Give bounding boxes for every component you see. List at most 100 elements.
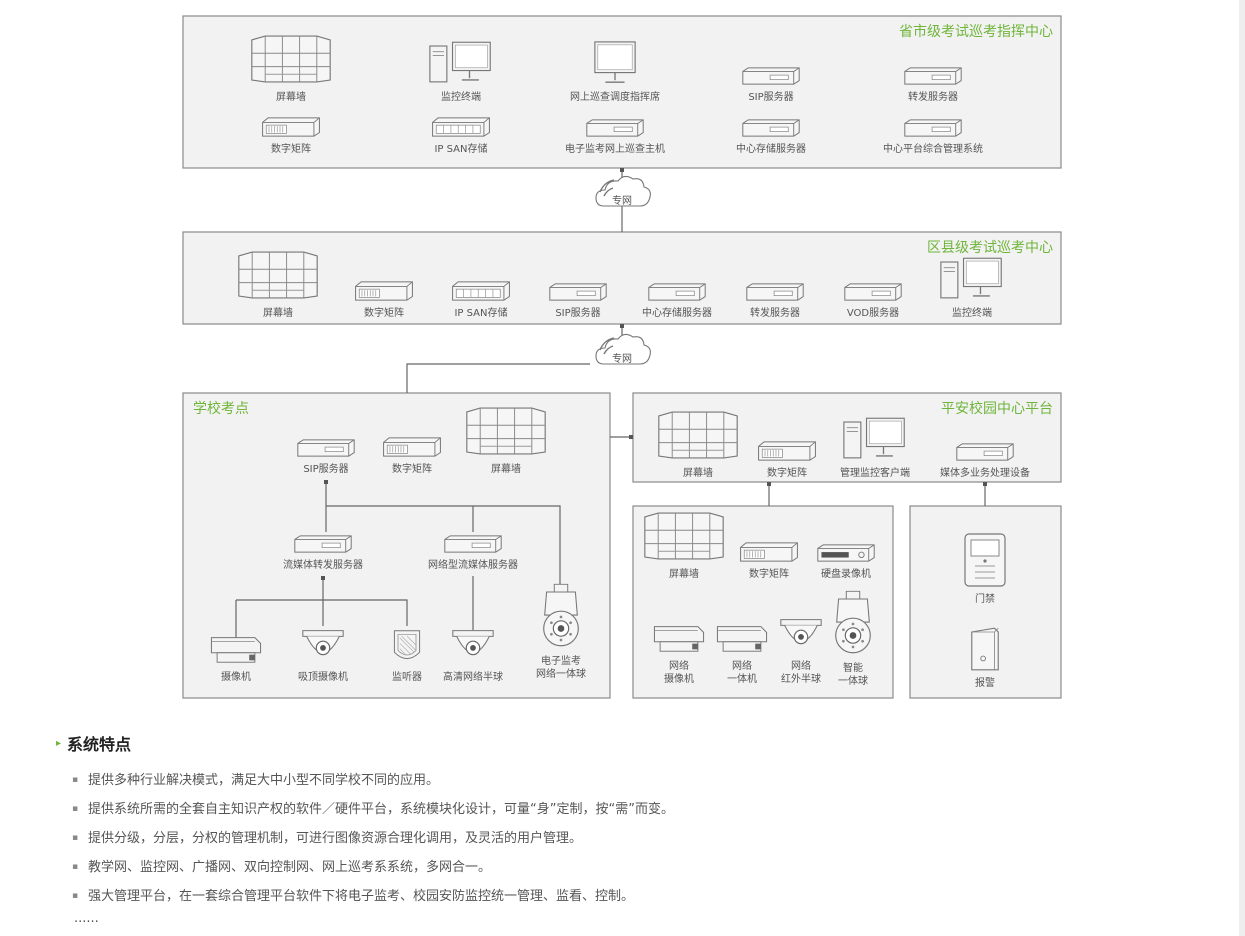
device-node: 数字矩阵 bbox=[262, 117, 320, 155]
device-label: SIP服务器 bbox=[555, 306, 600, 319]
device-node: 转发服务器 bbox=[904, 67, 962, 103]
box-camera-icon bbox=[716, 626, 768, 652]
device-node: 门禁 bbox=[964, 533, 1006, 605]
device-label: SIP服务器 bbox=[748, 90, 793, 103]
device-label: 电子监考 bbox=[541, 654, 581, 667]
device-label: 中心存储服务器 bbox=[736, 142, 806, 155]
device-node: 流媒体转发服务器 bbox=[283, 535, 363, 571]
bullet-icon: ▪ bbox=[72, 775, 79, 785]
device-node: 屏幕墙 bbox=[251, 35, 331, 103]
device-label: 网络 bbox=[732, 659, 752, 672]
device-node: 屏幕墙 bbox=[466, 407, 546, 475]
scrollbar-track[interactable] bbox=[1239, 0, 1245, 936]
network-label: 专网 bbox=[612, 352, 632, 365]
device-label: IP SAN存储 bbox=[454, 306, 507, 319]
county-panel-title: 区县级考试巡考中心 bbox=[927, 240, 1053, 256]
device-label-line2: 一体机 bbox=[727, 672, 757, 685]
device-label: 高清网络半球 bbox=[443, 670, 503, 683]
feature-text: 强大管理平台，在一套综合管理平台软件下将电子监考、校园安防监控统一管理、监看、控… bbox=[88, 889, 635, 904]
device-label: 吸顶摄像机 bbox=[298, 670, 348, 683]
ptz-camera-icon bbox=[543, 583, 579, 647]
device-label: SIP服务器 bbox=[303, 462, 348, 475]
server-icon bbox=[844, 283, 902, 301]
device-node: SIP服务器 bbox=[549, 283, 607, 319]
connector-line bbox=[326, 505, 561, 586]
device-node: 监控终端 bbox=[940, 257, 1002, 319]
list-item: ▪ 强大管理平台，在一套综合管理平台软件下将电子监考、校园安防监控统一管理、监看、… bbox=[72, 882, 1216, 911]
list-item: ▪ 提供分级，分层，分权的管理机制，可进行图像资源合理化调用，及灵活的用户管理。 bbox=[72, 824, 1216, 853]
feature-text: 提供系统所需的全套自主知识产权的软件／硬件平台，系统模块化设计，可量“身”定制，… bbox=[88, 802, 674, 817]
campus-panel-title: 平安校园中心平台 bbox=[941, 400, 1053, 417]
server-icon bbox=[746, 283, 804, 301]
device-label: 门禁 bbox=[975, 592, 995, 605]
server-icon bbox=[742, 119, 800, 137]
device-label: 智能 bbox=[843, 661, 863, 674]
device-label-line2: 红外半球 bbox=[781, 672, 821, 685]
device-label: 屏幕墙 bbox=[263, 306, 293, 319]
server-icon bbox=[648, 283, 706, 301]
device-node: 屏幕墙 bbox=[238, 251, 318, 319]
server-icon bbox=[444, 535, 502, 553]
video-wall-icon bbox=[238, 251, 318, 299]
connector-dot bbox=[983, 482, 987, 486]
device-label: 数字矩阵 bbox=[749, 567, 789, 580]
device-label: 网上巡查调度指挥席 bbox=[570, 90, 660, 103]
feature-text: 提供多种行业解决模式，满足大中小型不同学校不同的应用。 bbox=[88, 773, 440, 788]
feature-text: 提供分级，分层，分权的管理机制，可进行图像资源合理化调用，及灵活的用户管理。 bbox=[88, 831, 583, 846]
network-diagram: 省市级考试巡考指挥中心区县级考试巡考中心学校考点平安校园中心平台 屏幕墙监控终端… bbox=[182, 15, 1062, 699]
device-node: 报警 bbox=[971, 627, 999, 689]
device-node: 数字矩阵 bbox=[740, 542, 798, 580]
matrix-icon bbox=[383, 437, 441, 457]
device-label-line2: 网络一体球 bbox=[536, 667, 586, 680]
device-node: 中心存储服务器 bbox=[642, 283, 712, 319]
server-icon bbox=[956, 443, 1014, 461]
matrix-icon bbox=[740, 542, 798, 562]
device-label: 数字矩阵 bbox=[767, 466, 807, 479]
chevron-right-icon: ▸ bbox=[56, 737, 62, 749]
wifi-icon bbox=[599, 179, 615, 197]
video-wall-icon bbox=[466, 407, 546, 455]
connector-dot bbox=[321, 576, 325, 580]
storage-icon bbox=[432, 117, 490, 137]
ptz-camera-icon bbox=[835, 590, 871, 654]
device-node: 数字矩阵 bbox=[758, 441, 816, 479]
device-label: 屏幕墙 bbox=[276, 90, 306, 103]
device-label: 数字矩阵 bbox=[392, 462, 432, 475]
device-node: 媒体多业务处理设备 bbox=[940, 443, 1030, 479]
device-label: 中心平台综合管理系统 bbox=[883, 142, 983, 155]
device-label: 转发服务器 bbox=[908, 90, 958, 103]
video-wall-icon bbox=[644, 512, 724, 560]
box-camera-icon bbox=[653, 626, 705, 652]
device-label: 监控终端 bbox=[952, 306, 992, 319]
device-label-line2: 一体球 bbox=[838, 674, 868, 687]
device-label: 屏幕墙 bbox=[491, 462, 521, 475]
network-label: 专网 bbox=[612, 194, 632, 207]
connector-dot bbox=[767, 482, 771, 486]
storage-icon bbox=[452, 281, 510, 301]
bullet-icon: ▪ bbox=[72, 833, 79, 843]
bullet-icon: ▪ bbox=[72, 891, 79, 901]
device-label-line2: 摄像机 bbox=[664, 672, 694, 685]
dvr-icon bbox=[817, 544, 875, 562]
provincial-panel-title: 省市级考试巡考指挥中心 bbox=[899, 23, 1053, 40]
list-item: ▪ 提供多种行业解决模式，满足大中小型不同学校不同的应用。 bbox=[72, 766, 1216, 795]
server-icon bbox=[742, 67, 800, 85]
device-node: IP SAN存储 bbox=[432, 117, 490, 155]
device-node: 监控终端 bbox=[429, 41, 491, 103]
network-cloud: 专网 bbox=[595, 175, 651, 207]
list-item: ▪教学网、监控网、广播网、双向控制网、网上巡考系系统，多网合一。 bbox=[72, 853, 1216, 882]
connector-line bbox=[236, 599, 408, 626]
device-node: 数字矩阵 bbox=[383, 437, 441, 475]
device-node: SIP服务器 bbox=[297, 439, 355, 475]
device-node: 屏幕墙 bbox=[658, 411, 738, 479]
video-wall-icon bbox=[251, 35, 331, 83]
device-label: 摄像机 bbox=[221, 670, 251, 683]
server-icon bbox=[549, 283, 607, 301]
device-label: 屏幕墙 bbox=[669, 567, 699, 580]
list-item: ▪提供系统所需的全套自主知识产权的软件／硬件平台，系统模块化设计，可量“身”定制… bbox=[72, 795, 1216, 824]
network-cloud: 专网 bbox=[595, 333, 651, 365]
